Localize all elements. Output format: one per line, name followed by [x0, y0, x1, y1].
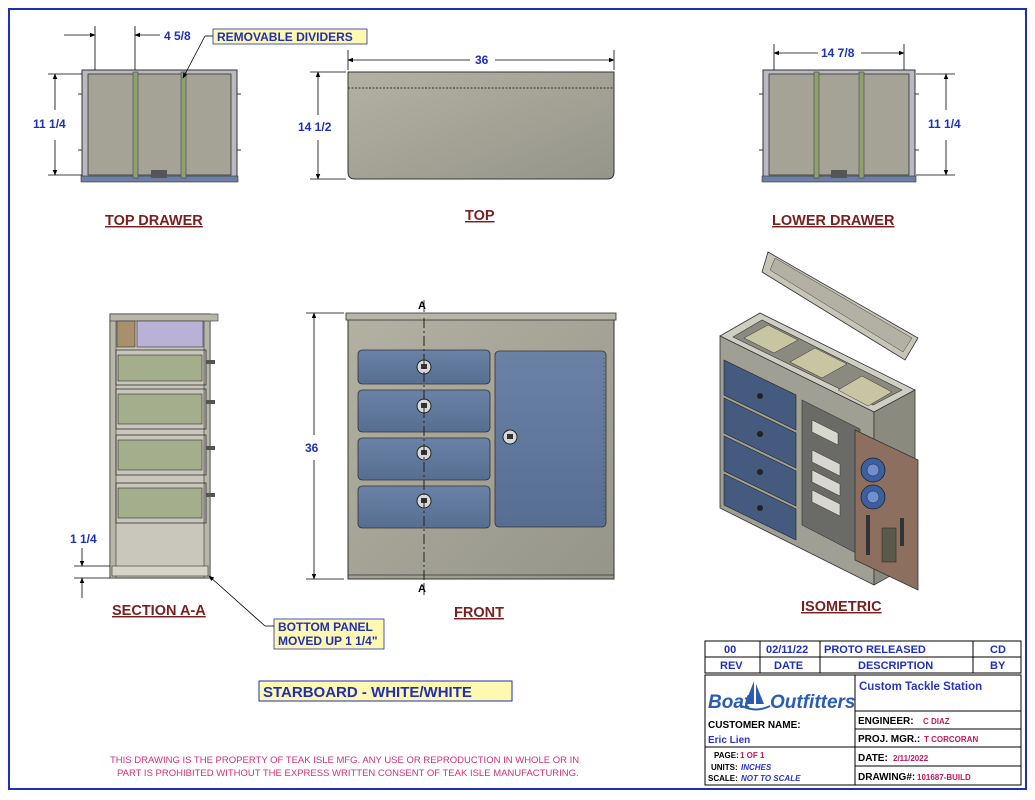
- bottom-panel-note-line1: BOTTOM PANEL: [278, 620, 373, 634]
- front-height-dim: 36: [305, 441, 319, 455]
- page-label: PAGE:: [714, 751, 739, 760]
- top-drawer-width-dim: 4 5/8: [164, 29, 191, 43]
- project-manager-label: PROJ. MGR.:: [858, 734, 920, 745]
- description-header: DESCRIPTION: [858, 660, 933, 672]
- lower-drawer-view: 14 7/8 11 1/4 LOWER DRAWER: [759, 44, 961, 229]
- project-manager-value: T CORCORAN: [924, 735, 978, 744]
- lower-drawer-height-dim: 11 1/4: [928, 117, 961, 131]
- logo-text-left: Boat: [708, 692, 751, 713]
- scale-label: SCALE:: [708, 774, 738, 783]
- rev-by-value: CD: [990, 644, 1006, 656]
- rev-date-value: 02/11/22: [766, 644, 808, 656]
- top-height-dim: 14 1/2: [298, 120, 332, 134]
- disclaimer-line2: PART IS PROHIBITED WITHOUT THE EXPRESS W…: [117, 768, 579, 779]
- top-drawer-view: 4 5/8 REMOVABLE DIVIDERS 11 1/4 TOP DRAW…: [33, 26, 368, 229]
- isometric-view: ISOMETRIC: [719, 251, 919, 615]
- date-value: 2/11/2022: [893, 754, 929, 763]
- rev-description-value: PROTO RELEASED: [824, 644, 926, 656]
- bottom-panel-note-box: [273, 618, 385, 650]
- top-view: 36 14 1/2 TOP: [298, 50, 615, 224]
- scale-value: NOT TO SCALE: [741, 774, 801, 783]
- removable-dividers-note-box: [212, 28, 368, 45]
- top-width-dim: 36: [475, 53, 489, 67]
- units-label: UNITS:: [711, 763, 738, 772]
- engineer-label: ENGINEER:: [858, 716, 914, 727]
- top-title: TOP: [465, 208, 495, 224]
- page-value: 1 OF 1: [740, 751, 765, 760]
- logo-text-right: Outfitters: [770, 692, 856, 713]
- disclaimer-line1: THIS DRAWING IS THE PROPERTY OF TEAK ISL…: [110, 755, 579, 766]
- rev-value: 00: [724, 644, 736, 656]
- section-a-a-view: 1 1/4 BOTTOM PANEL MOVED UP 1 1/4" SECTI…: [70, 313, 385, 650]
- sheet-border: [8, 8, 1027, 790]
- top-drawer-height-dim: 11 1/4: [33, 117, 66, 131]
- color-note-box: [258, 680, 513, 702]
- date-header: DATE: [774, 660, 803, 672]
- engineer-value: C DIAZ: [923, 717, 950, 726]
- customer-name-label: CUSTOMER NAME:: [708, 720, 801, 731]
- drawing-number-value: 101687-BUILD: [917, 773, 971, 782]
- lower-drawer-width-dim: 14 7/8: [821, 46, 855, 60]
- rev-header: REV: [720, 660, 743, 672]
- revision-table: [704, 640, 1022, 674]
- by-header: BY: [990, 660, 1006, 672]
- color-note: STARBOARD - WHITE/WHITE: [263, 684, 472, 701]
- date-label: DATE:: [858, 753, 888, 764]
- title-block: [704, 674, 1022, 786]
- drawing-number-label: DRAWING#:: [858, 772, 915, 783]
- section-a-a-title: SECTION A-A: [112, 603, 206, 619]
- front-title: FRONT: [454, 605, 504, 621]
- removable-dividers-note: REMOVABLE DIVIDERS: [217, 30, 353, 44]
- front-view: A A 36 FRONT: [305, 300, 617, 621]
- section-offset-dim: 1 1/4: [70, 532, 97, 546]
- sailboat-logo-icon: [741, 681, 771, 711]
- customer-name-value: Eric Lien: [708, 735, 750, 746]
- isometric-title: ISOMETRIC: [801, 599, 882, 615]
- top-drawer-title: TOP DRAWER: [105, 213, 203, 229]
- units-value: INCHES: [741, 763, 772, 772]
- section-mark-bottom: A: [418, 583, 426, 595]
- lower-drawer-title: LOWER DRAWER: [772, 213, 895, 229]
- section-mark-top: A: [418, 300, 426, 312]
- project-name: Custom Tackle Station: [859, 681, 982, 693]
- bottom-panel-note-line2: MOVED UP 1 1/4": [278, 634, 378, 648]
